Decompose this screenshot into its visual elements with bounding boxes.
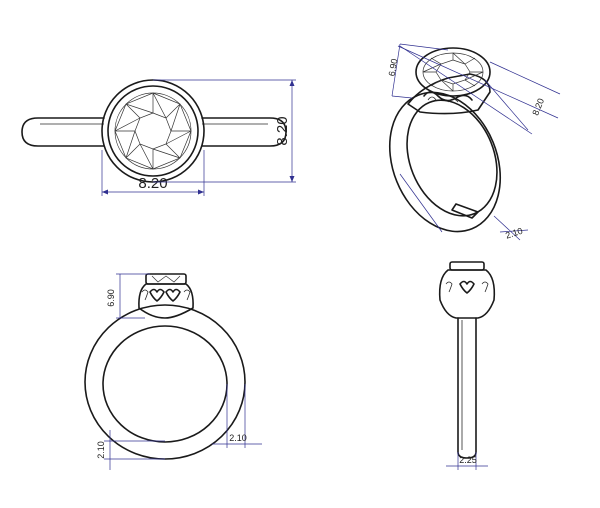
side-view: 2.25 xyxy=(438,261,496,470)
perspective-gem-facets xyxy=(422,52,484,92)
top-view-height-dimension xyxy=(153,79,296,183)
perspective-band-inner xyxy=(406,99,498,217)
front-view-side-label: 2.10 xyxy=(229,433,247,443)
side-view-shank xyxy=(457,317,477,459)
front-view-bottom-dimension xyxy=(104,430,165,470)
side-view-width-label: 2.25 xyxy=(459,455,477,465)
side-view-width-dimension xyxy=(446,452,488,470)
top-view-gem-facets xyxy=(114,92,192,170)
front-view-height-dimension xyxy=(116,273,150,319)
front-view-bezel xyxy=(145,273,187,285)
top-view-height-label: 8.20 xyxy=(274,116,291,145)
perspective-bezel xyxy=(415,47,491,97)
front-view-setting xyxy=(138,283,194,319)
side-view-bezel xyxy=(449,261,485,271)
front-view-gem xyxy=(151,275,181,283)
side-view-setting xyxy=(438,269,496,319)
front-view-heart-gallery xyxy=(141,288,191,302)
front-view-bottom-label: 2.10 xyxy=(96,441,106,459)
front-view-side-dimension xyxy=(212,384,262,448)
top-view-width-label: 8.20 xyxy=(138,175,167,192)
perspective-hallmark xyxy=(451,203,479,219)
top-view: 8.20 8.20 xyxy=(21,79,296,196)
top-view-width-dimension xyxy=(101,150,205,196)
front-view-band-inner xyxy=(102,325,228,443)
top-view-bezel-inner xyxy=(107,85,199,177)
perspective-diameter-dimension xyxy=(397,45,561,135)
side-view-heart-gallery xyxy=(445,280,489,294)
front-view-height-label: 6.90 xyxy=(106,289,116,307)
top-view-band xyxy=(21,117,287,147)
front-view: 6.90 2.10 2.10 xyxy=(84,273,262,470)
perspective-band-outer xyxy=(388,91,502,233)
front-view-band-outer xyxy=(84,304,246,460)
perspective-heart-gallery xyxy=(423,91,473,102)
perspective-height-dimension xyxy=(391,43,449,99)
perspective-height-label: 6.90 xyxy=(387,58,400,77)
perspective-band-dimension xyxy=(399,173,529,241)
perspective-view: 6.90 8.20 2.10 xyxy=(387,43,561,241)
perspective-diameter-label: 8.20 xyxy=(530,97,546,117)
